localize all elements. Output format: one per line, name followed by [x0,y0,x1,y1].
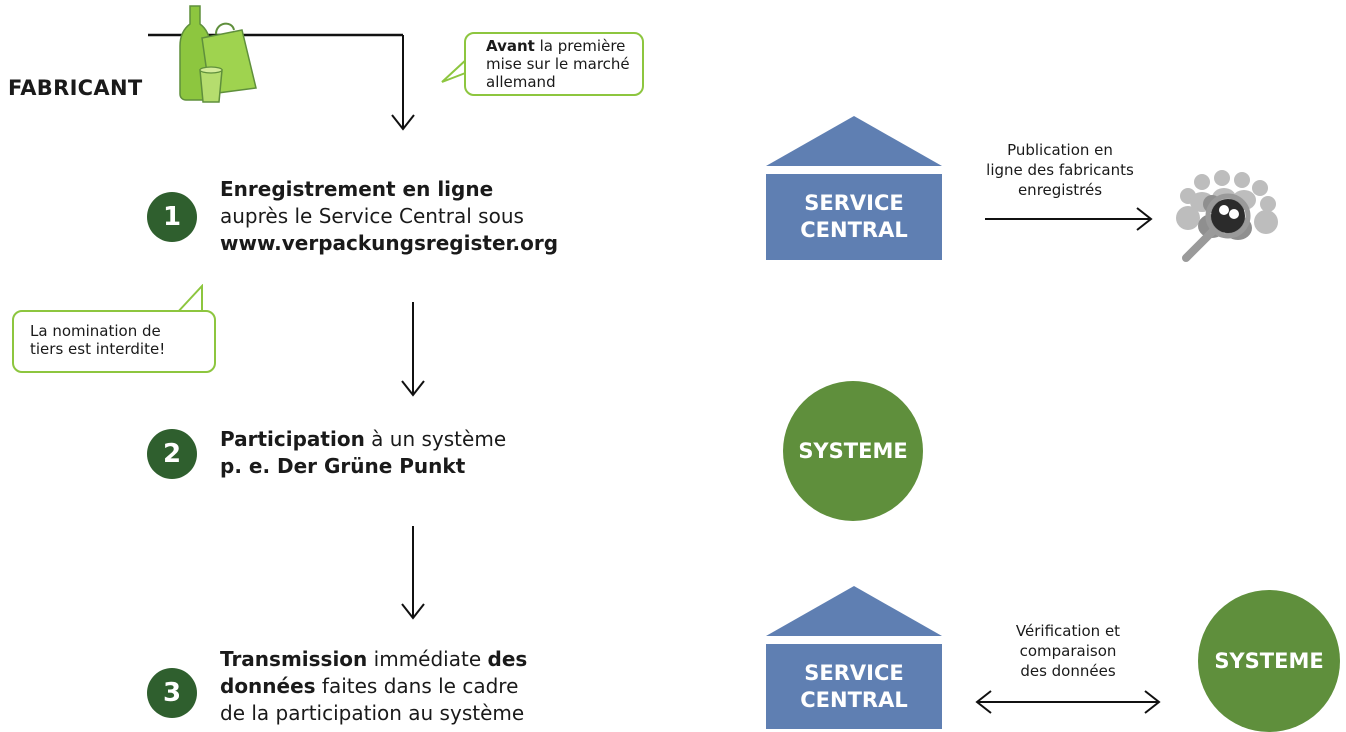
service-central-bottom: SERVICE CENTRAL [766,644,942,729]
before-bubble-tail [441,57,469,83]
arrow-1-head [391,114,415,131]
service-central-top: SERVICE CENTRAL [766,174,942,260]
step-2-title: Participation [220,427,365,451]
before-bubble-line2: mise sur le marché [486,55,630,73]
service-central-bottom-line1: SERVICE [804,660,904,685]
systeme-middle: SYSTEME [783,381,923,521]
systeme-bottom: SYSTEME [1198,590,1340,732]
service-central-bottom-roof [766,586,942,636]
publication-arrow-head [1136,207,1153,231]
step-1-url: www.verpackungsregister.org [220,231,559,255]
publication-text: Publication en ligne des fabricants enre… [986,141,1134,199]
nomination-line2: tiers est interdite! [30,340,166,358]
service-central-top-line2: CENTRAL [800,218,908,242]
service-central-top-line1: SERVICE [804,191,904,215]
step-1-text: Enregistrement en ligne auprès le Servic… [220,176,620,257]
step-1-line2: auprès le Service Central sous [220,204,524,228]
step-1-title: Enregistrement en ligne [220,177,494,201]
verification-text: Vérification et comparaison des données [1015,622,1121,680]
nomination-bubble: La nomination de tiers est interdite! [12,310,216,373]
manufacturer-label: FABRICANT [8,76,143,100]
people-search-icon [1176,170,1278,262]
verification-arrow-head-left [975,690,992,714]
step-2-text: Participation à un système p. e. Der Grü… [220,426,620,480]
step-3-line3: de la participation au système [220,701,525,725]
step-2-badge: 2 [147,429,197,479]
step-2-title-rest: à un système [364,427,507,451]
verification-arrow-head-right [1144,690,1161,714]
step-3-badge: 3 [147,668,197,718]
step-3-title: Transmission [220,647,368,671]
nomination-line1: La nomination de [30,322,161,340]
before-market-bubble: Avant la première mise sur le marché all… [464,32,644,96]
before-bubble-line3: allemand [486,73,556,91]
service-central-bottom-line2: CENTRAL [800,687,908,712]
step-2-example: p. e. Der Grüne Punkt [220,454,466,478]
packaging-icon [179,5,257,103]
service-central-top-roof [766,116,942,166]
arrow-3-head [401,603,425,620]
before-bubble-line1: Avant la première [486,37,626,55]
arrow-2-head [401,380,425,397]
step-3-text: Transmission immédiate des données faite… [220,646,620,727]
nomination-bubble-tail [175,284,203,315]
step-1-badge: 1 [147,192,197,242]
